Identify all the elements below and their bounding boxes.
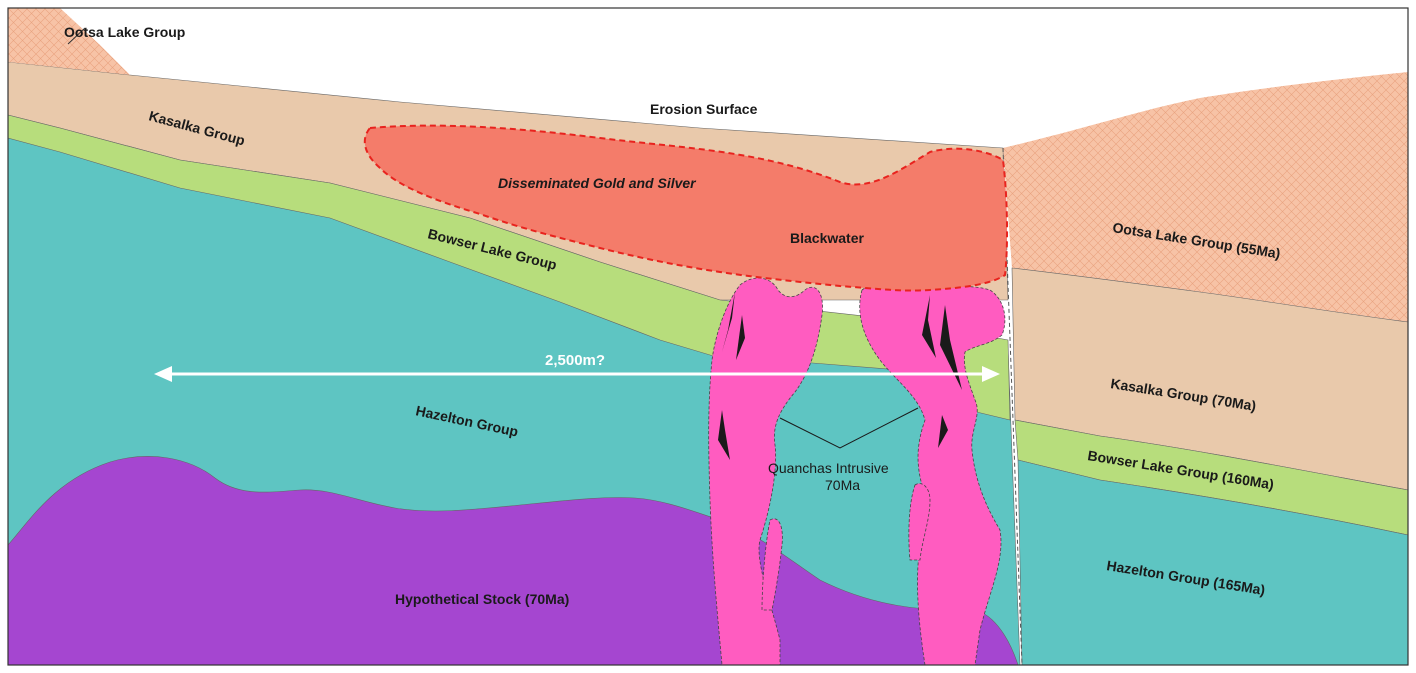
label-quanchas-1: Quanchas Intrusive	[768, 460, 889, 476]
label-erosion-surface: Erosion Surface	[650, 101, 758, 117]
label-distance: 2,500m?	[545, 352, 605, 369]
label-hypothetical-stock: Hypothetical Stock (70Ma)	[395, 591, 569, 607]
label-ootsa-left: Ootsa Lake Group	[64, 24, 185, 40]
label-blackwater: Blackwater	[790, 230, 864, 246]
label-quanchas-2: 70Ma	[825, 477, 860, 493]
label-disseminated: Disseminated Gold and Silver	[498, 175, 697, 191]
